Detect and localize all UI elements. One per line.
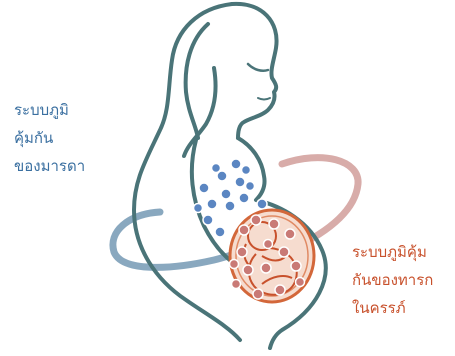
fetus-cell bbox=[285, 229, 295, 239]
mother-immune-label: ระบบภูมิ คุ้มกัน ของมารดา bbox=[14, 96, 85, 180]
mother-cell bbox=[215, 227, 225, 237]
closed-eye bbox=[248, 64, 268, 71]
mother-cell bbox=[203, 215, 213, 225]
fetus-cell bbox=[232, 280, 241, 289]
fetus-immune-label: ระบบภูมิคุ้ม กันของทารก ในครรภ์ bbox=[352, 238, 433, 322]
fetus-cell bbox=[264, 240, 273, 249]
mother-cell bbox=[207, 199, 217, 209]
fetus-cell bbox=[269, 219, 279, 229]
mother-cell bbox=[221, 189, 231, 199]
fetus-cell bbox=[291, 261, 301, 271]
fetus-cell bbox=[296, 278, 305, 287]
face-profile bbox=[232, 4, 277, 138]
mother-cell bbox=[246, 182, 255, 191]
fetus-cell bbox=[275, 285, 285, 295]
fetus-cell bbox=[230, 260, 239, 269]
mother-cell bbox=[242, 166, 251, 175]
fetus-cell bbox=[251, 215, 261, 225]
mother-cell bbox=[199, 183, 209, 193]
mother-cell bbox=[231, 159, 241, 169]
mother-cell bbox=[225, 201, 235, 211]
mother-cell bbox=[235, 177, 245, 187]
fetus-cell bbox=[253, 289, 263, 299]
mother-cell bbox=[194, 204, 203, 213]
fetus-cell bbox=[237, 247, 247, 257]
hair-inner-line bbox=[186, 24, 208, 138]
fetus-cell bbox=[261, 263, 271, 273]
mother-cell bbox=[257, 199, 267, 209]
mouth bbox=[258, 98, 270, 100]
mother-cell bbox=[239, 193, 249, 203]
fetus-cell bbox=[239, 225, 249, 235]
mother-outline bbox=[134, 4, 326, 348]
fetus-cell bbox=[279, 247, 289, 257]
fetus-cell bbox=[243, 265, 253, 275]
mother-cell bbox=[212, 164, 221, 173]
